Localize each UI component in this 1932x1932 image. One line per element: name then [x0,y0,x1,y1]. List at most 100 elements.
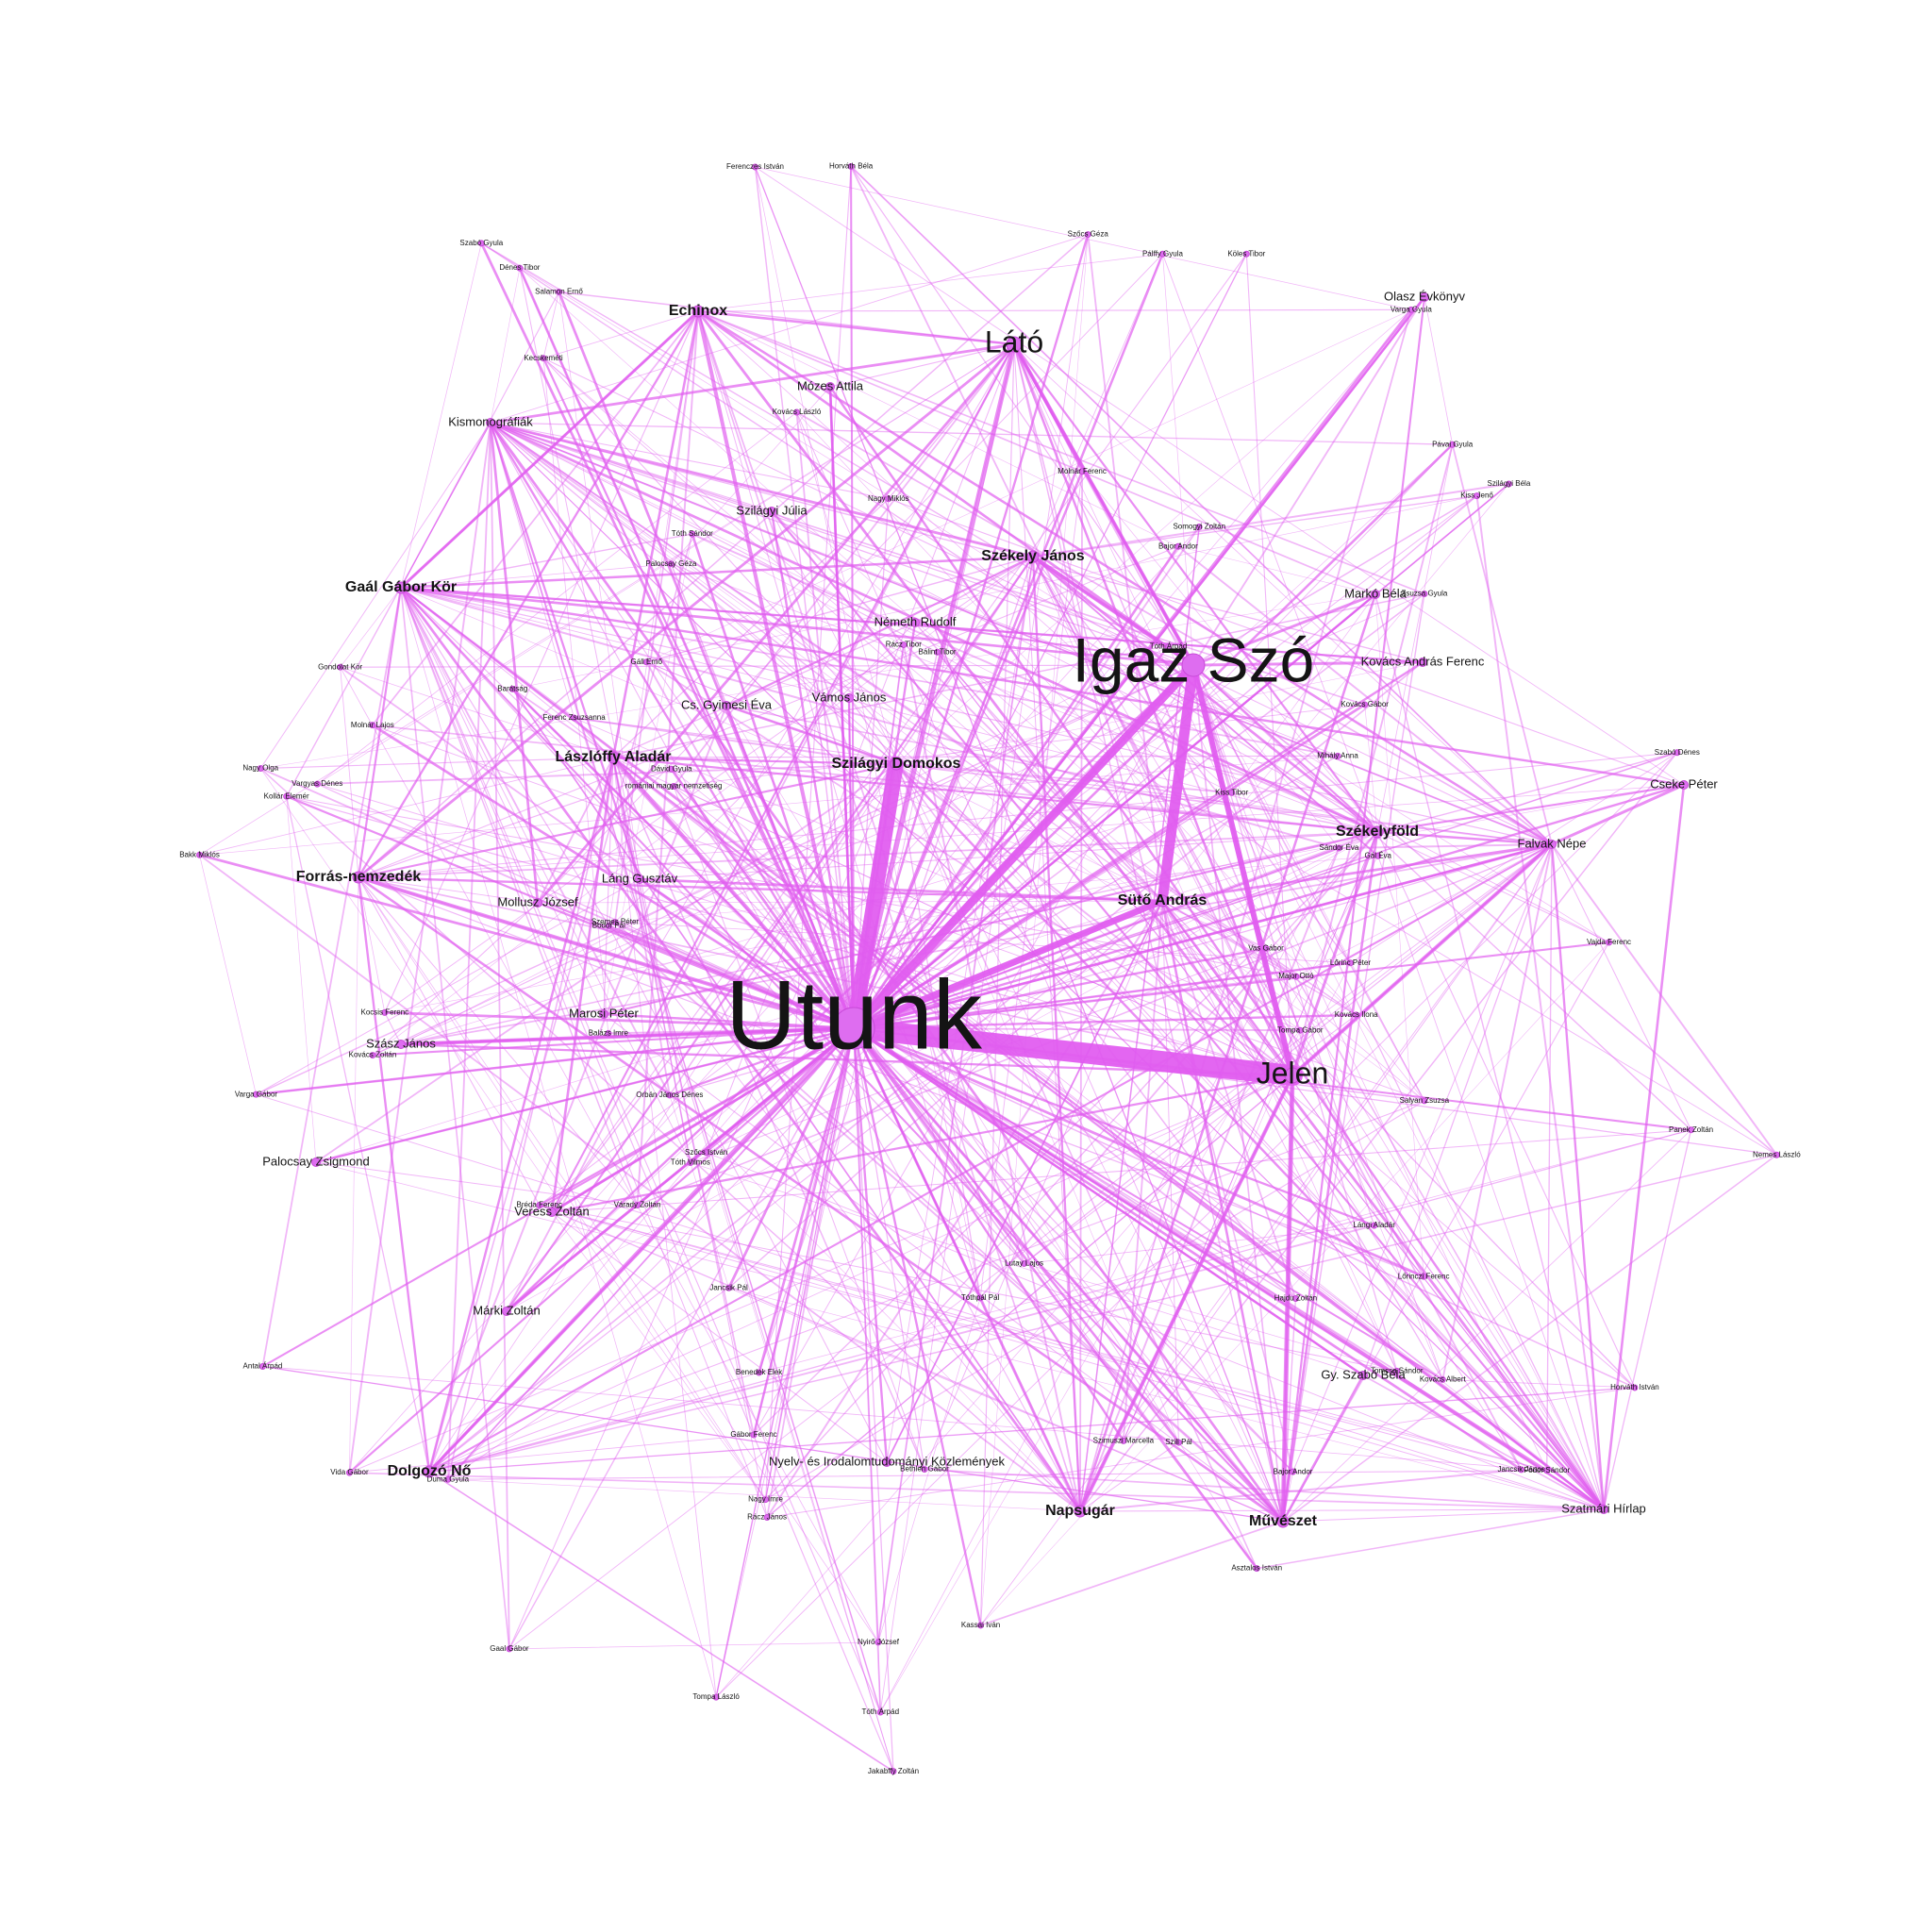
graph-node-n_44[interactable] [196,851,204,858]
graph-node-n_88[interactable] [1353,1011,1360,1019]
graph-node-n_56[interactable] [516,264,524,272]
graph-node-nemethr[interactable] [910,618,920,627]
graph-node-n_15[interactable] [1120,1437,1127,1444]
graph-node-n_62[interactable] [752,163,759,171]
graph-node-n_82[interactable] [1228,789,1236,796]
graph-node-szilagyid[interactable] [890,758,903,771]
graph-node-igaz[interactable] [1181,653,1206,677]
graph-node-n_68[interactable] [1084,231,1091,239]
graph-node-n_63[interactable] [885,495,892,503]
graph-node-szekelyj[interactable] [1026,550,1040,563]
graph-node-n_35[interactable] [687,1159,694,1167]
graph-node-n_48[interactable] [257,765,264,773]
graph-node-n_26[interactable] [756,1369,763,1376]
graph-node-n_50[interactable] [670,782,677,790]
graph-node-n_13[interactable] [1290,1468,1297,1475]
graph-node-napsugar[interactable] [1074,1505,1087,1518]
graph-node-gyimesi[interactable] [722,701,731,710]
graph-node-n_38[interactable] [536,1201,543,1208]
graph-node-n_80[interactable] [1505,480,1512,488]
graph-node-n_45[interactable] [611,919,619,926]
graph-node-szilagyij[interactable] [767,507,776,516]
graph-node-gaal[interactable] [394,581,408,594]
graph-node-dolgozo[interactable] [423,1465,436,1478]
graph-node-n_24[interactable] [712,1693,720,1701]
graph-node-olasz[interactable] [1420,292,1429,302]
graph-node-n_86[interactable] [1346,959,1354,967]
graph-node-n_64[interactable] [793,408,801,416]
graph-node-n_7[interactable] [1393,1367,1401,1374]
graph-node-n_42[interactable] [381,1008,389,1016]
graph-node-n_59[interactable] [477,240,485,247]
graph-node-n_87[interactable] [1606,939,1613,946]
graph-node-n_4[interactable] [1421,1097,1428,1105]
graph-node-mollusz[interactable] [533,898,542,908]
graph-node-n_30[interactable] [725,1284,733,1291]
graph-node-cseke[interactable] [1679,780,1689,790]
graph-node-n_41[interactable] [605,1029,612,1037]
graph-node-n_23[interactable] [890,1768,897,1775]
graph-node-n_31[interactable] [444,1475,452,1483]
graph-node-jelen[interactable] [1284,1067,1301,1084]
graph-node-n_32[interactable] [703,1149,710,1157]
graph-node-n_1[interactable] [1773,1151,1780,1158]
graph-node-lang[interactable] [635,874,644,884]
graph-node-n_20[interactable] [921,1466,928,1474]
graph-node-n_12[interactable] [1291,1295,1299,1303]
graph-node-n_73[interactable] [1242,250,1250,258]
graph-node-n_46[interactable] [313,780,321,788]
graph-node-kismono[interactable] [486,418,495,427]
graph-node-n_84[interactable] [1674,749,1681,757]
graph-node-suto[interactable] [1156,894,1169,908]
graph-node-vamos[interactable] [844,693,854,703]
graph-node-n_51[interactable] [337,663,344,671]
graph-node-n_60[interactable] [540,355,547,362]
graph-node-n_47[interactable] [283,792,291,800]
graph-node-n_10[interactable] [1543,1467,1551,1474]
graph-node-n_77[interactable] [1421,591,1428,598]
graph-node-n_11[interactable] [1518,1466,1525,1474]
graph-node-n_81[interactable] [1334,752,1341,759]
graph-node-n_17[interactable] [1174,1439,1182,1446]
graph-node-marosi[interactable] [599,1009,608,1019]
graph-node-n_79[interactable] [1361,701,1369,708]
graph-node-nyelv[interactable] [882,1457,891,1467]
graph-node-n_71[interactable] [1195,523,1203,530]
graph-node-n_16[interactable] [1021,1259,1028,1267]
graph-node-markeb[interactable] [1371,590,1380,599]
graph-node-n_28[interactable] [750,1431,758,1439]
graph-node-n_49[interactable] [369,722,376,729]
graph-node-n_65[interactable] [900,641,908,649]
graph-node-n_58[interactable] [667,560,675,568]
graph-node-n_78[interactable] [1449,441,1457,448]
graph-node-n_52[interactable] [571,714,578,722]
graph-node-n_36[interactable] [258,1363,266,1371]
graph-node-n_3[interactable] [1688,1126,1695,1134]
graph-node-n_18[interactable] [976,1294,984,1302]
graph-node-n_72[interactable] [1174,542,1182,550]
graph-node-mozes[interactable] [825,382,835,391]
graph-node-n_33[interactable] [634,1202,641,1209]
graph-node-n_19[interactable] [977,1622,985,1629]
graph-node-n_90[interactable] [1292,973,1300,980]
graph-node-n_43[interactable] [605,922,612,929]
graph-node-n_89[interactable] [1262,944,1270,952]
graph-node-n_9[interactable] [1439,1375,1446,1383]
graph-node-n_5[interactable] [1371,1222,1378,1229]
graph-node-n_53[interactable] [508,685,516,692]
graph-node-n_39[interactable] [369,1052,376,1059]
graph-node-muveszet[interactable] [1276,1515,1290,1528]
graph-node-kovacsaf[interactable] [1418,658,1427,667]
graph-node-n_27[interactable] [763,1513,771,1521]
graph-node-n_55[interactable] [668,765,675,773]
graph-node-echinox[interactable] [691,305,705,318]
graph-node-szatmari[interactable] [1599,1505,1608,1514]
graph-node-n_54[interactable] [642,658,650,666]
graph-node-n_2[interactable] [1296,1026,1304,1034]
graph-node-laszloffy[interactable] [607,751,620,764]
graph-node-forras[interactable] [352,871,365,884]
graph-node-n_61[interactable] [689,530,696,538]
graph-node-palocsay[interactable] [311,1158,321,1167]
graph-node-n_66[interactable] [847,162,855,170]
graph-node-n_76[interactable] [1474,492,1481,500]
